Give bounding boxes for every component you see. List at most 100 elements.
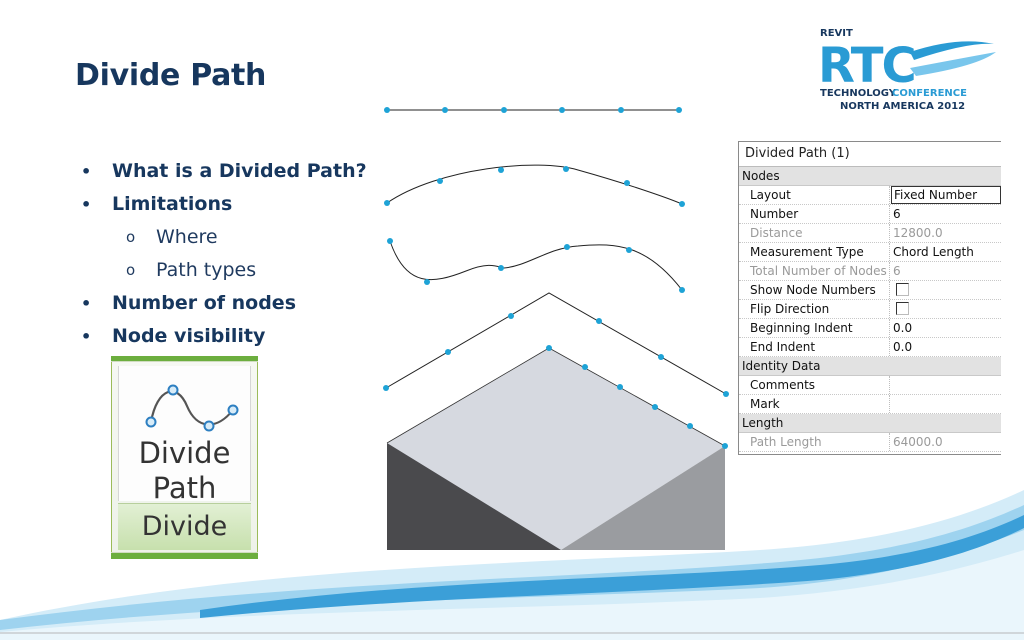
prop-key: Layout [739, 186, 890, 204]
prop-key: Number [739, 205, 890, 223]
divide-path-ribbon-button[interactable]: Divide Path Divide [111, 356, 258, 559]
arc-path [386, 164, 683, 205]
prop-key: Measurement Type [739, 243, 890, 261]
bullet-text: What is a Divided Path? [112, 160, 367, 182]
prop-key: Path Length [739, 433, 890, 451]
bullet-item: • Node visibility [76, 320, 367, 353]
path-node [676, 107, 682, 113]
path-node [424, 279, 430, 285]
polyline-path-nodes [383, 313, 729, 397]
rtc-logo: REVIT RTC TECHNOLOGY CONFERENCE NORTH AM… [818, 28, 996, 112]
prop-key: Total Number of Nodes [739, 262, 890, 280]
ribbon-button-face[interactable]: Divide Path [118, 366, 251, 505]
logo-rtc-text: RTC [818, 38, 915, 94]
sub-bullet-marker: o [126, 228, 136, 246]
bullet-marker: • [81, 195, 92, 214]
path-node [445, 349, 451, 355]
ribbon-label-line1: Divide [138, 436, 231, 470]
group-length[interactable]: Length [739, 414, 1001, 433]
box-left-face [387, 443, 561, 550]
ribbon-panel-title: Divide [118, 503, 251, 550]
path-node [582, 364, 588, 370]
total-nodes-field: 6 [893, 264, 901, 278]
path-node [617, 384, 623, 390]
prop-row-comments[interactable]: Comments [739, 376, 1001, 395]
logo-revit-text: REVIT [820, 28, 853, 39]
sub-bullet-text: Path types [156, 259, 257, 281]
path-node [508, 313, 514, 319]
layout-dropdown[interactable]: Fixed Number [891, 186, 1001, 204]
mark-field[interactable] [890, 395, 1001, 413]
prop-value [890, 300, 1001, 318]
sub-bullet-text: Where [156, 226, 218, 248]
divide-path-icon [145, 384, 239, 432]
bullet-item: • What is a Divided Path? [76, 155, 367, 188]
bullet-marker: • [81, 162, 92, 181]
box-edge-nodes [546, 345, 728, 449]
footer-swoosh [0, 490, 1024, 640]
path-length-field: 64000.0 [893, 435, 943, 449]
path-node [384, 200, 390, 206]
properties-type-selector[interactable]: Divided Path (1) [739, 142, 1001, 167]
prop-value [890, 281, 1001, 299]
path-node [624, 180, 630, 186]
straight-path-nodes [384, 107, 682, 113]
prop-key: Flip Direction [739, 300, 890, 318]
path-node [722, 443, 728, 449]
prop-row-flip-direction[interactable]: Flip Direction [739, 300, 1001, 319]
spline-path-nodes [387, 238, 685, 293]
group-identity-data[interactable]: Identity Data [739, 357, 1001, 376]
path-node [618, 107, 624, 113]
bullet-marker: • [81, 327, 92, 346]
path-node [501, 107, 507, 113]
path-node [679, 201, 685, 207]
prop-key: Beginning Indent [739, 319, 890, 337]
path-node [442, 107, 448, 113]
sub-bullet-item: o Path types [76, 254, 367, 287]
logo-region-text: NORTH AMERICA 2012 [840, 101, 965, 112]
show-node-numbers-checkbox[interactable] [896, 283, 909, 296]
logo-swoosh-lower [910, 52, 996, 76]
arc-path-nodes [384, 166, 685, 207]
flip-direction-checkbox[interactable] [896, 302, 909, 315]
logo-conference-text: CONFERENCE [892, 88, 967, 99]
path-node [546, 345, 552, 351]
group-nodes[interactable]: Nodes [739, 167, 1001, 186]
spline-path [389, 240, 683, 291]
path-node [498, 167, 504, 173]
sub-bullet-marker: o [126, 261, 136, 279]
path-node [564, 244, 570, 250]
bullet-item: •Number of nodes [76, 287, 367, 320]
prop-key: Show Node Numbers [739, 281, 890, 299]
path-node [687, 423, 693, 429]
bullet-text: Node visibility [112, 325, 266, 347]
path-node [723, 391, 729, 397]
ribbon-label-line2: Path [152, 471, 217, 505]
path-node [437, 178, 443, 184]
prop-key: Mark [739, 395, 890, 413]
comments-field[interactable] [890, 376, 1001, 394]
distance-field: 12800.0 [893, 226, 943, 240]
beginning-indent-field[interactable]: 0.0 [893, 321, 913, 335]
ribbon-panel-label: Divide [141, 511, 228, 542]
prop-row-mark[interactable]: Mark [739, 395, 1001, 414]
path-node [384, 107, 390, 113]
number-field[interactable]: 6 [893, 207, 901, 221]
measurement-type-field[interactable]: Chord Length [893, 245, 974, 259]
logo-technology-text: TECHNOLOGY [820, 88, 897, 99]
bullet-text: Limitations [112, 193, 233, 215]
bullet-list: • What is a Divided Path? • Limitations o W… [76, 155, 367, 353]
prop-key: Distance [739, 224, 890, 242]
path-node [596, 318, 602, 324]
path-node [387, 238, 393, 244]
prop-row-show-node-numbers[interactable]: Show Node Numbers [739, 281, 1001, 300]
end-indent-field[interactable]: 0.0 [893, 340, 913, 354]
